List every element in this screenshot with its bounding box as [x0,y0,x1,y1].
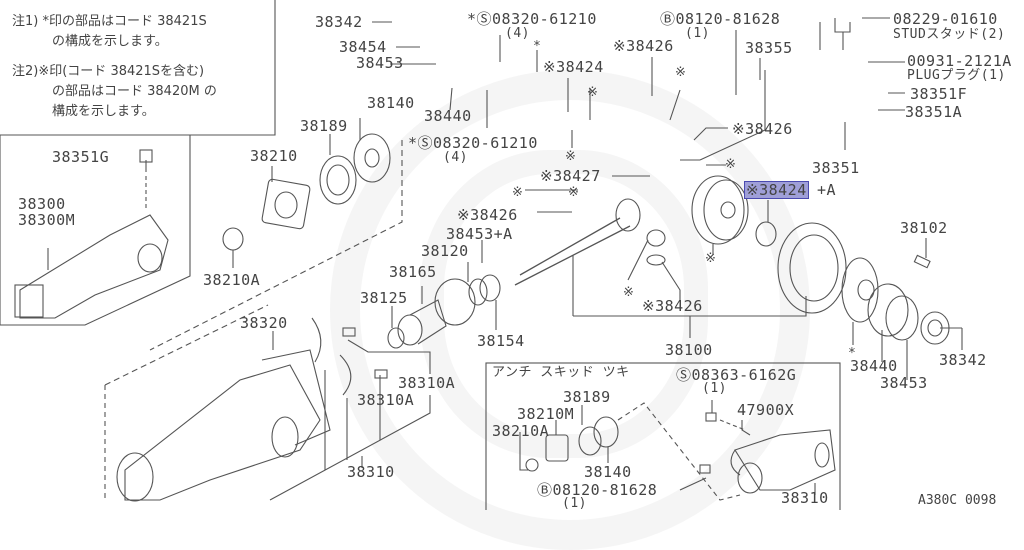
part-label-38424-suffix: +A [817,181,837,199]
part-label-38453-low[interactable]: 38453 [880,374,928,392]
part-label-38310[interactable]: 38310 [347,463,395,481]
exploded-parts-diagram [0,0,963,510]
asterisk-mark-top: * [533,39,542,54]
part-label-38320[interactable]: 38320 [240,314,288,332]
part-label-38310A-2[interactable]: 38310A [357,391,415,409]
part-label-bolt-08120-top[interactable]: Ⓑ08120-81628 [660,10,781,28]
part-label-38351[interactable]: 38351 [812,159,860,177]
inset-part-label-47900X[interactable]: 47900X [737,401,795,419]
asterisk-mark-low: * [848,346,857,361]
part-label-38342-low[interactable]: 38342 [939,351,987,369]
part-label-38351F[interactable]: 38351F [910,85,968,103]
part-label-38165[interactable]: 38165 [389,263,437,281]
part-desc-plug: PLUGプラグ(1) [907,68,1006,83]
ref-mark-4: ※ [568,185,580,200]
part-label-38440-top[interactable]: 38440 [424,107,472,125]
note-1-line-1: 注1) *印の部品はコード 38421S [12,14,207,29]
part-label-38424-highlighted[interactable]: ※38424 [744,181,809,199]
part-label-38426-right[interactable]: ※38426 [732,120,793,138]
ref-mark-38424: ※ [565,149,577,164]
figure-id: A380C 0098 [918,493,997,508]
part-label-38120[interactable]: 38120 [421,242,469,260]
inset-part-label-38210A[interactable]: 38210A [492,422,550,440]
note-1-line-2: の構成を示します。 [52,34,168,49]
part-label-38453-top[interactable]: 38453 [356,54,404,72]
notes-box-border [0,0,276,136]
part-label-38300M[interactable]: 38300M [18,211,76,229]
inset-part-label-38310[interactable]: 38310 [781,489,829,507]
assembly-box-border [0,135,191,326]
part-label-38342-top[interactable]: 38342 [315,13,363,31]
part-label-38189[interactable]: 38189 [300,117,348,135]
part-label-stud-08229[interactable]: 08229-01610 [893,10,998,28]
part-label-38426-top[interactable]: ※38426 [613,37,674,55]
note-2-line-3: 構成を示します。 [52,104,155,119]
inset-part-qty-bolt-08120: (1) [562,496,587,511]
inset-part-label-bolt-08120[interactable]: Ⓑ08120-81628 [537,481,658,499]
part-label-38427[interactable]: ※38427 [540,167,601,185]
part-label-bolt-08320-top[interactable]: *Ⓢ08320-61210 [467,10,597,28]
part-label-38351G[interactable]: 38351G [52,148,110,166]
part-label-38300[interactable]: 38300 [18,195,66,213]
inset-part-label-38189[interactable]: 38189 [563,388,611,406]
part-label-38210[interactable]: 38210 [250,147,298,165]
part-label-38426-mid[interactable]: ※38426 [457,206,518,224]
part-qty-bolt-08120-top: (1) [685,26,710,41]
inset-title: アンチ スキッド ツキ [492,365,630,380]
part-desc-stud: STUDスタッド(2) [893,27,1006,42]
part-label-38351A[interactable]: 38351A [905,103,963,121]
ref-mark-5: ※ [512,185,524,200]
inset-part-label-bolt-08363[interactable]: Ⓢ08363-6162G [676,366,797,384]
note-2-line-2: の部品はコード 38420M の [52,84,217,99]
ref-mark-3: ※ [725,157,737,172]
ref-mark-6: ※ [623,285,635,300]
part-label-38310A-1[interactable]: 38310A [398,374,456,392]
part-label-plug-00931[interactable]: 00931-2121A [907,52,1012,70]
ref-mark-7: ※ [705,251,717,266]
part-label-38355[interactable]: 38355 [745,39,793,57]
part-label-bolt-08320-mid[interactable]: *Ⓢ08320-61210 [408,134,538,152]
inset-part-label-38140[interactable]: 38140 [584,463,632,481]
part-label-38140[interactable]: 38140 [367,94,415,112]
inset-part-qty-bolt-08363: (1) [702,381,727,396]
part-qty-bolt-08320-top: (4) [505,26,530,41]
part-label-38454[interactable]: 38454 [339,38,387,56]
note-2-line-1: 注2)※印(コード 38421Sを含む) [12,64,205,79]
inset-part-label-38210M[interactable]: 38210M [517,405,575,423]
inset-box-border [485,362,841,510]
part-label-38424-top[interactable]: ※38424 [543,58,604,76]
part-qty-bolt-08320-mid: (4) [443,150,468,165]
part-label-38453A[interactable]: 38453+A [446,225,513,243]
part-label-38440-low[interactable]: 38440 [850,357,898,375]
part-label-38154[interactable]: 38154 [477,332,525,350]
part-label-38125[interactable]: 38125 [360,289,408,307]
ref-mark-top: ※ [587,85,599,100]
part-label-38426-low[interactable]: ※38426 [642,297,703,315]
part-label-38210A[interactable]: 38210A [203,271,261,289]
ref-mark-2: ※ [675,65,687,80]
part-label-38100[interactable]: 38100 [665,341,713,359]
part-label-38102[interactable]: 38102 [900,219,948,237]
